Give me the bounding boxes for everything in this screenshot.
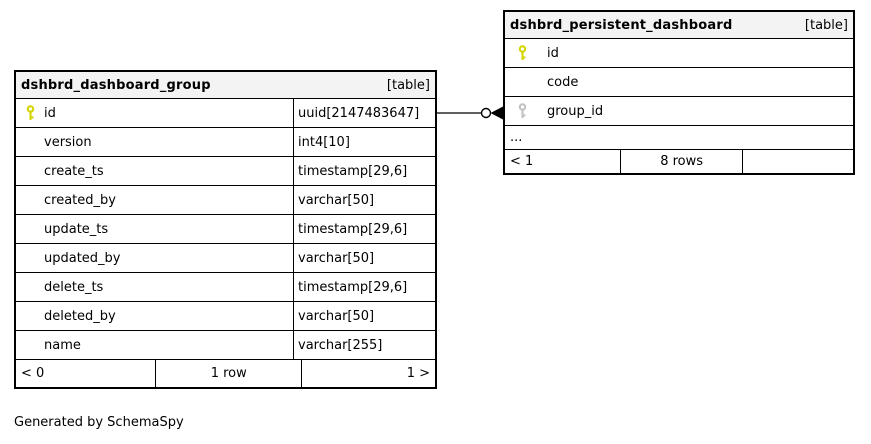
table-row: id [505,39,853,68]
column-name: update_ts [44,221,109,237]
table-row: update_ts timestamp[29,6] [16,215,435,244]
column-type: varchar[50] [293,186,435,214]
table-type-badge: [table] [804,17,848,33]
table-name[interactable]: dshbrd_persistent_dashboard [510,17,733,33]
table-dshbrd-persistent-dashboard: dshbrd_persistent_dashboard [table] id c… [503,10,855,175]
table-row: delete_ts timestamp[29,6] [16,273,435,302]
column-name-cell: deleted_by [16,302,293,330]
foreign-key-icon [505,103,539,119]
column-name: delete_ts [44,279,104,295]
footer-parents-count: < 1 [510,154,534,169]
table-row: updated_by varchar[50] [16,244,435,273]
table-header: dshbrd_persistent_dashboard [table] [505,12,853,39]
table-name[interactable]: dshbrd_dashboard_group [21,77,211,93]
column-name: name [44,337,81,353]
table-header: dshbrd_dashboard_group [table] [16,72,435,99]
table-row: name varchar[255] [16,331,435,360]
column-name-cell: updated_by [16,244,293,272]
column-name-cell: name [16,331,293,359]
table-row: code [505,68,853,97]
column-name: create_ts [44,163,104,179]
column-type: varchar[50] [293,302,435,330]
column-type: timestamp[29,6] [293,273,435,301]
column-name-cell: id [16,99,293,127]
table-type-badge: [table] [386,77,430,93]
column-type: int4[10] [293,128,435,156]
column-name: updated_by [44,250,121,266]
column-name: deleted_by [44,308,116,324]
footer-row-count: 1 row [155,360,303,387]
footer-children-count: 1 > [406,366,430,381]
table-row: deleted_by varchar[50] [16,302,435,331]
footer-row-count: 8 rows [620,150,743,173]
generated-by-note: Generated by SchemaSpy [14,415,184,430]
primary-key-icon [16,105,44,121]
table-row: group_id [505,97,853,126]
column-name: id [547,45,559,61]
hidden-columns-ellipsis: ... [505,126,853,150]
column-type: varchar[50] [293,244,435,272]
column-name: version [44,134,92,150]
column-name-cell: delete_ts [16,273,293,301]
table-footer: < 0 1 row 1 > [16,360,435,387]
column-type: uuid[2147483647] [293,99,435,127]
column-name-cell: create_ts [16,157,293,185]
column-name-cell: code [505,68,853,96]
column-name: created_by [44,192,116,208]
column-name: group_id [547,103,604,119]
relationship-arrowhead-icon [490,106,503,120]
column-type: timestamp[29,6] [293,157,435,185]
footer-parents-count: < 0 [21,366,45,381]
primary-key-icon [505,45,539,61]
table-row: version int4[10] [16,128,435,157]
table-row: id uuid[2147483647] [16,99,435,128]
column-name-cell: created_by [16,186,293,214]
column-name-cell: update_ts [16,215,293,243]
column-name-cell: group_id [505,97,853,125]
column-name-cell: id [505,39,853,67]
table-row: created_by varchar[50] [16,186,435,215]
column-name: code [547,74,579,90]
footer-children-count [743,150,853,173]
table-dshbrd-dashboard-group: dshbrd_dashboard_group [table] id uuid[2… [14,70,437,389]
column-type: varchar[255] [293,331,435,359]
column-name-cell: version [16,128,293,156]
column-type: timestamp[29,6] [293,215,435,243]
zero-or-one-circle-icon [480,107,492,119]
table-row: create_ts timestamp[29,6] [16,157,435,186]
column-name: id [44,105,56,121]
table-footer: < 1 8 rows [505,150,853,173]
